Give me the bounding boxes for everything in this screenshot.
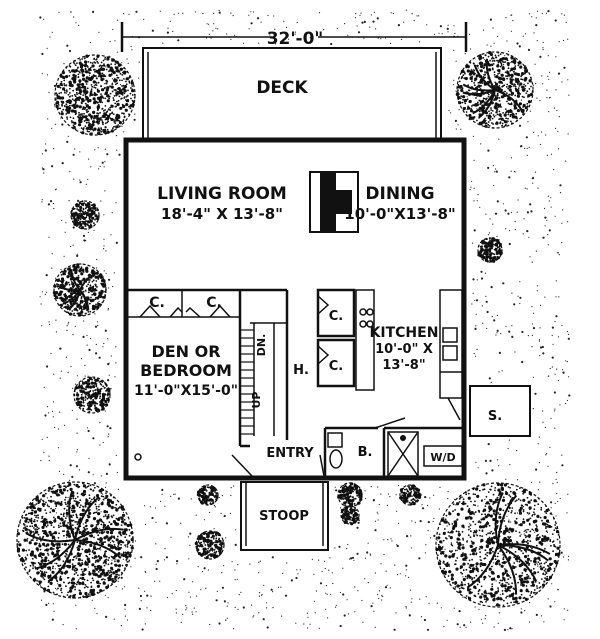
stoop-label: STOOP [259, 509, 309, 524]
living-room-label: LIVING ROOM [157, 184, 287, 204]
kitchen-closet-label-2: C. [329, 359, 343, 374]
doors [231, 454, 325, 477]
kitchen-counter [439, 289, 463, 421]
kitchen-label-3: 13'-8" [382, 358, 425, 373]
dimension-line: 32'-0" [120, 22, 468, 52]
stair-up-label: UP [250, 392, 263, 409]
den-fixture [134, 453, 142, 461]
dining-size: 10'-0"X13'-8" [344, 205, 455, 223]
dining-label: DINING [365, 184, 434, 204]
kitchen-label-2: 10'-0" X [375, 342, 433, 357]
fireplace [309, 171, 359, 233]
living-room-size: 18'-4" X 13'-8" [161, 205, 283, 223]
staircase [240, 329, 254, 435]
den-label-2: BEDROOM [140, 361, 232, 380]
storage-shed: S. [469, 385, 531, 437]
bathroom [323, 417, 464, 478]
trees [16, 51, 561, 608]
shed-label: S. [488, 409, 502, 424]
entry-label: ENTRY [266, 446, 314, 461]
stair-down-label: DN. [255, 334, 268, 357]
washer-dryer-label: W/D [430, 451, 455, 464]
hall-label: H. [293, 363, 309, 378]
deck-label: DECK [256, 78, 308, 98]
dimension-label: 32'-0" [267, 29, 324, 49]
kitchen-closet-label-1: C. [329, 309, 343, 324]
kitchen-closets [316, 288, 375, 391]
den-label-1: DEN OR [151, 342, 220, 361]
closet-label-2: C. [206, 295, 222, 311]
kitchen-label-1: KITCHEN [370, 325, 439, 341]
closet-label-1: C. [149, 295, 165, 311]
interior-walls [126, 288, 289, 448]
deck: DECK [142, 47, 442, 141]
den-size: 11'-0"X15'-0" [134, 383, 238, 399]
bath-label: B. [358, 445, 373, 460]
stoop: STOOP [240, 481, 329, 551]
